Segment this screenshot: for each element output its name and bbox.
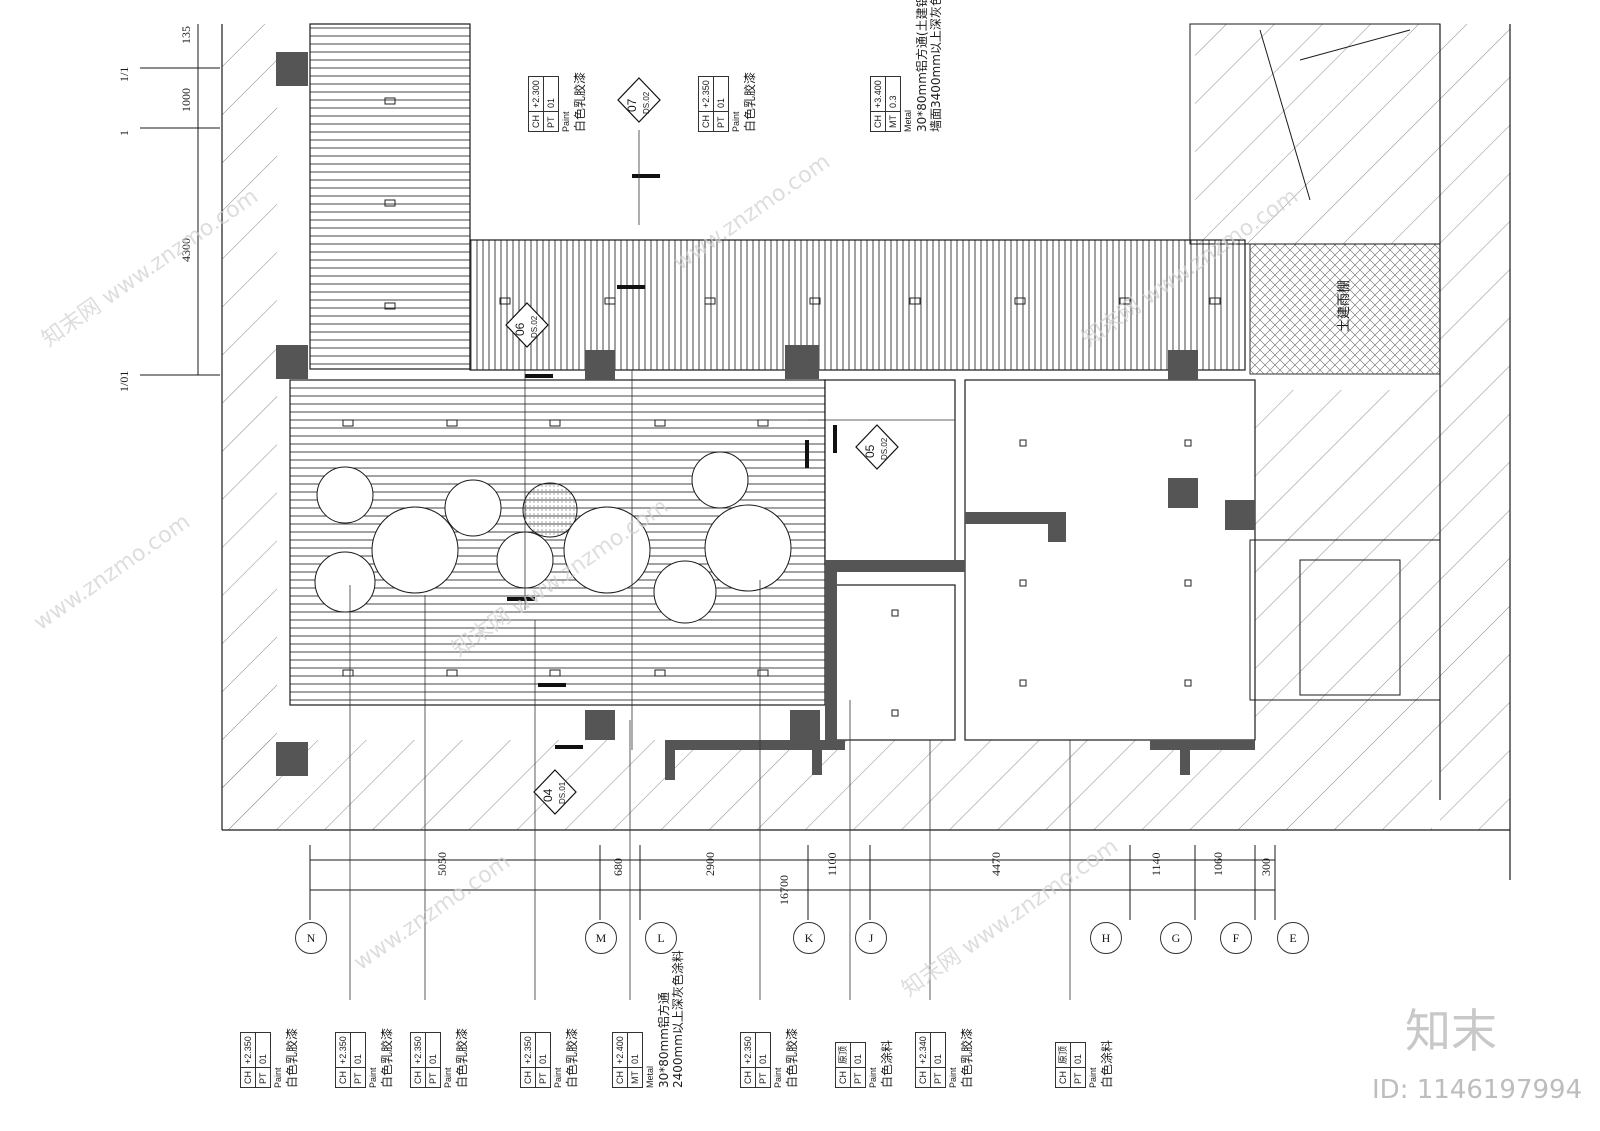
grid-axis-E: E: [1277, 922, 1309, 954]
section-06-ref: DS.02: [530, 315, 539, 338]
tag-leaders: [349, 580, 1071, 1000]
axis-1: 1: [117, 130, 131, 136]
pendant-lights: [314, 451, 792, 624]
dim-2900: 2900: [703, 852, 717, 876]
ceiling-corridor: [469, 239, 1246, 371]
dim-1100: 1100: [825, 852, 839, 876]
grid-axis-M: M: [585, 922, 617, 954]
grid-axis-F: F: [1220, 922, 1252, 954]
room-outlines: [824, 379, 1256, 741]
section-07-ref: DS.02: [642, 91, 651, 114]
cut-marks: [507, 174, 837, 749]
hatched-structure: [222, 24, 1510, 830]
section-04-ref: DS.01: [558, 781, 567, 804]
grid-axis-K: K: [793, 922, 825, 954]
grid-axis-H: H: [1090, 922, 1122, 954]
dim-total: 16700: [777, 875, 791, 905]
grid-axis-J: J: [855, 922, 887, 954]
dimension-lines: [309, 845, 1276, 920]
dim-1000: 1000: [179, 88, 193, 112]
axis-1-1: 1/1: [117, 66, 131, 82]
fixtures: [342, 97, 1221, 717]
section-05-ref: DS.02: [880, 437, 889, 460]
columns: [276, 52, 1255, 780]
dim-680-a: 680: [611, 858, 625, 876]
dim-1140: 1140: [1149, 852, 1163, 876]
grid-axis-N: N: [295, 922, 327, 954]
axis-1-01: 1/01: [117, 370, 131, 392]
dim-300: 300: [1259, 858, 1273, 876]
section-lines: [524, 130, 955, 750]
left-dimension-lines: [140, 24, 220, 376]
watermark-id: ID: 1146197994: [1372, 1075, 1583, 1105]
section-06: 06: [513, 322, 527, 336]
canopy-area: [1249, 243, 1441, 375]
section-07: 07: [625, 98, 639, 112]
section-05: 05: [863, 444, 877, 458]
dim-1060: 1060: [1211, 852, 1225, 876]
ceiling-strip-north: [309, 23, 471, 370]
section-callouts: [505, 77, 899, 815]
dim-4470: 4470: [989, 852, 1003, 876]
watermark-logo: 知末: [1405, 1004, 1497, 1058]
section-04: 04: [541, 788, 555, 802]
dim-5050: 5050: [435, 852, 449, 876]
upper-right-room: [1189, 23, 1441, 701]
grid-axis-L: L: [645, 922, 677, 954]
canopy-label: 土建雨棚: [1337, 279, 1352, 332]
dim-135: 135: [179, 26, 193, 44]
grid-axis-G: G: [1160, 922, 1192, 954]
